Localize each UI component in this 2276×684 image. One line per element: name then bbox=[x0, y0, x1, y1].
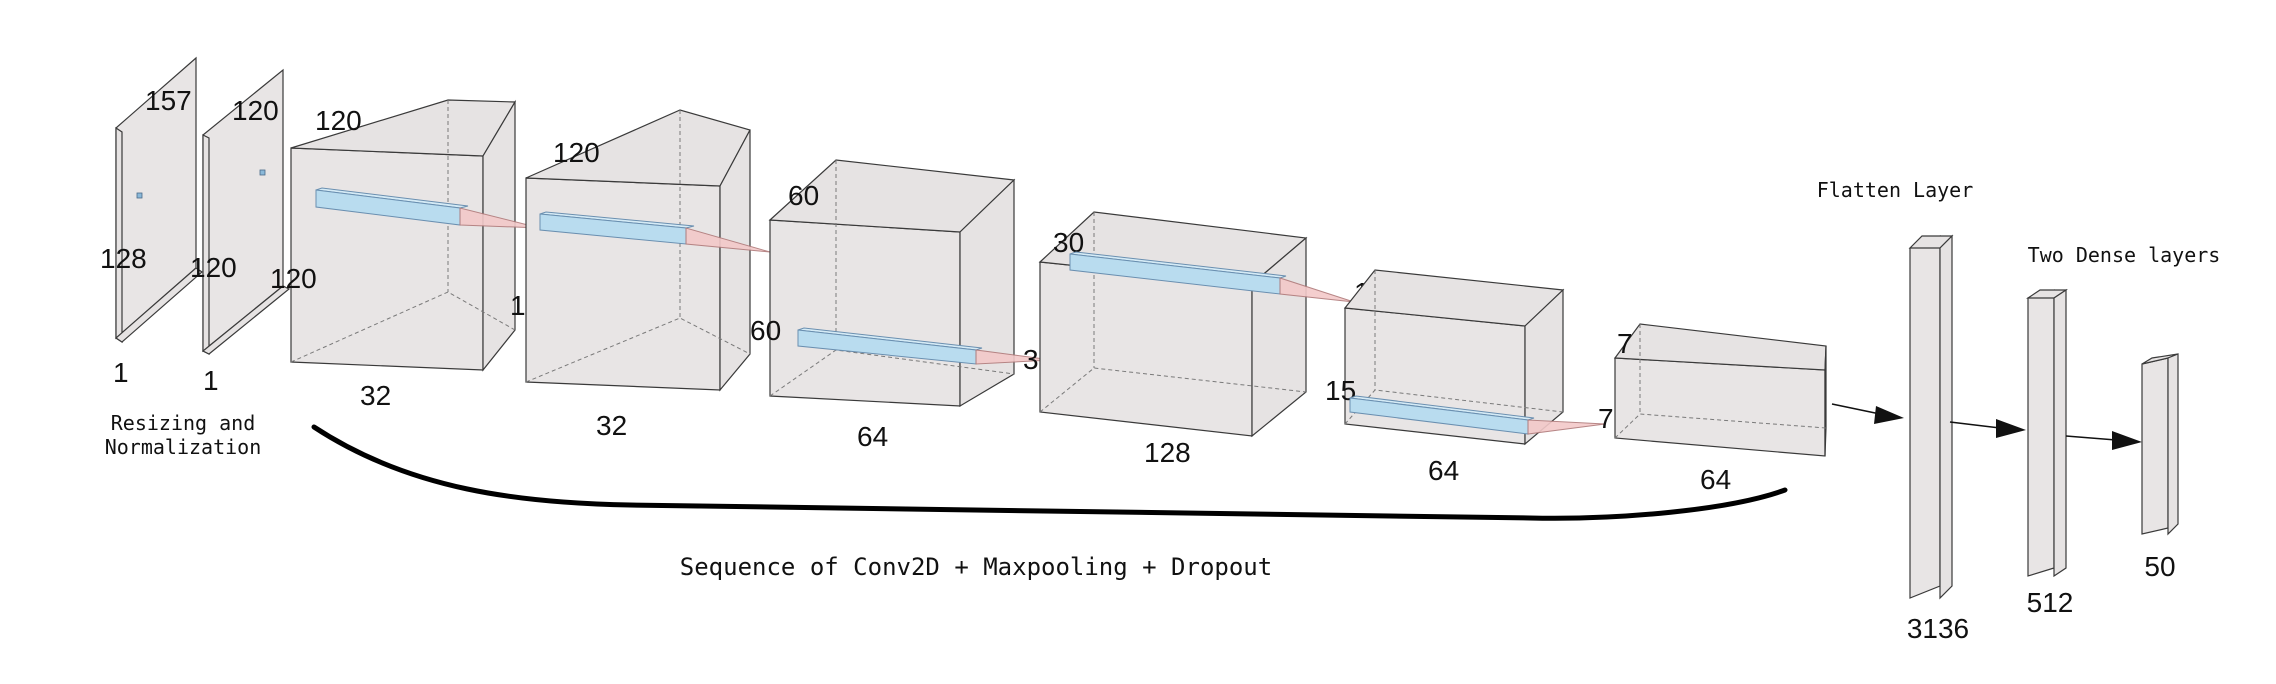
conv-sequence-brace bbox=[311, 424, 1788, 521]
dense-layer-2: 50 bbox=[2141, 353, 2179, 582]
arrow-to-dense-1 bbox=[1949, 419, 2026, 438]
input2-height-label: 120 bbox=[190, 252, 237, 283]
conv-block-3: 60 60 64 bbox=[750, 159, 1016, 452]
input1-height-label: 128 bbox=[100, 243, 147, 274]
conv1-top-label: 120 bbox=[315, 105, 362, 136]
conv3-depth-label: 64 bbox=[857, 421, 888, 452]
conv2-depth-label: 32 bbox=[596, 410, 627, 441]
conv6-depth-label: 64 bbox=[1700, 464, 1731, 495]
conv1-side-label: 120 bbox=[270, 263, 317, 294]
kernel5-output-label: 7 bbox=[1598, 403, 1614, 434]
dense-layer-1: 512 bbox=[2026, 288, 2074, 618]
input-layer-2: 120 120 1 bbox=[190, 68, 291, 396]
conv-block-5: 15 64 bbox=[1325, 269, 1565, 486]
dense-title: Two Dense layers bbox=[2028, 243, 2221, 267]
dense2-size-label: 50 bbox=[2144, 551, 2175, 582]
arrow-to-flatten bbox=[1831, 403, 1904, 424]
conv-sequence-caption: Sequence of Conv2D + Maxpooling + Dropou… bbox=[680, 553, 1272, 581]
input2-width-label: 120 bbox=[232, 95, 279, 126]
conv-block-6: 7 64 bbox=[1613, 323, 1827, 495]
conv6-top-label: 7 bbox=[1617, 328, 1633, 359]
conv-block-2: 120 32 bbox=[525, 109, 751, 441]
input1-depth-label: 1 bbox=[113, 357, 129, 388]
dense1-size-label: 512 bbox=[2027, 587, 2074, 618]
flatten-size-label: 3136 bbox=[1907, 613, 1969, 644]
conv3-top-label: 60 bbox=[788, 180, 819, 211]
preprocess-caption-line1: Resizing and bbox=[111, 411, 256, 435]
input2-depth-label: 1 bbox=[203, 365, 219, 396]
input-layer-1: 128 157 1 bbox=[100, 56, 203, 388]
flatten-title: Flatten Layer bbox=[1817, 178, 1974, 202]
conv3-side-label: 60 bbox=[750, 315, 781, 346]
conv2-top-label: 120 bbox=[553, 137, 600, 168]
input1-width-label: 157 bbox=[145, 85, 192, 116]
kernel-5: 7 bbox=[1349, 395, 1614, 435]
kernel-1 bbox=[315, 187, 541, 229]
preprocess-caption-line2: Normalization bbox=[105, 435, 262, 459]
conv1-depth-label: 32 bbox=[360, 380, 391, 411]
kernel-2 bbox=[539, 211, 771, 253]
conv5-depth-label: 64 bbox=[1428, 455, 1459, 486]
conv-block-1: 120 120 120 32 bbox=[270, 99, 557, 411]
arrow-to-dense-2 bbox=[2065, 431, 2142, 450]
conv-block-4: 30 128 bbox=[1038, 211, 1308, 468]
flatten-layer: Flatten Layer 3136 bbox=[1817, 178, 1974, 644]
conv4-depth-label: 128 bbox=[1144, 437, 1191, 468]
